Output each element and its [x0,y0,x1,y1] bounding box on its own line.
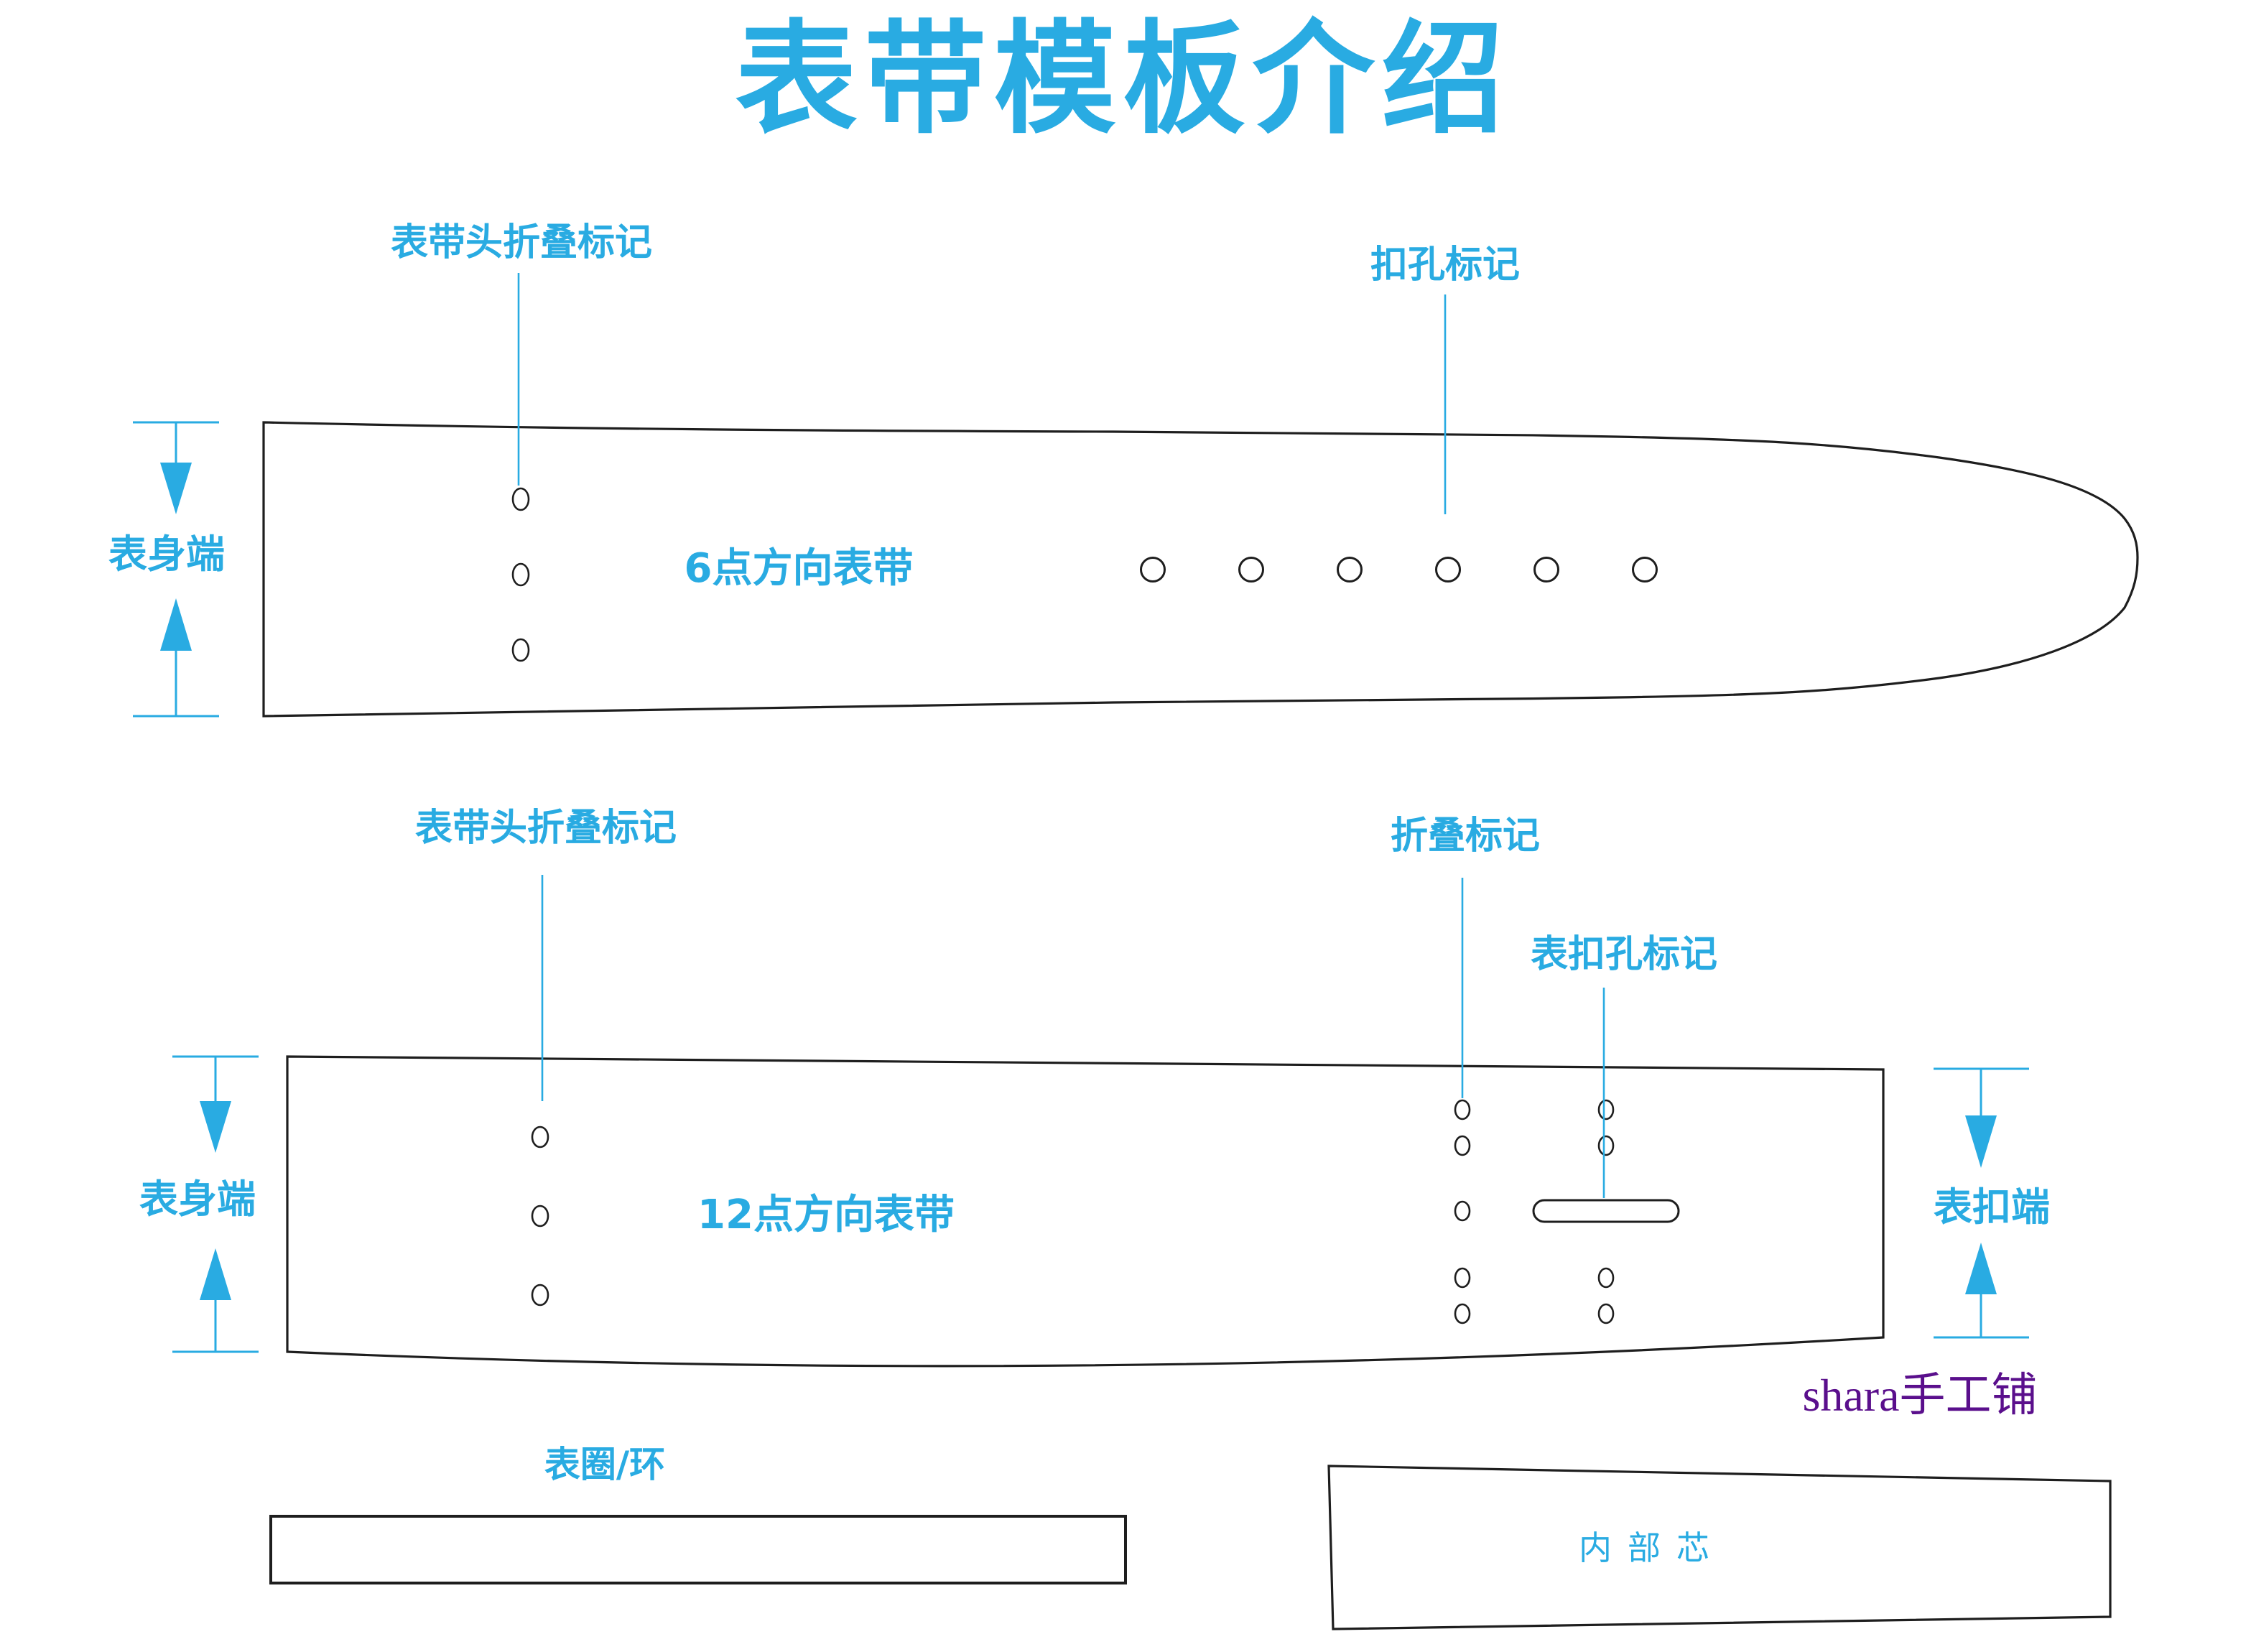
arrow-down-icon [200,1101,231,1153]
label-loop: 表圈/环 [544,1444,666,1485]
fold-mark-circle [511,562,530,587]
dimension-marker-buckle-end-12 [1934,1067,2029,1339]
buckle-hole-mark-circle [1597,1135,1615,1156]
fold-mark-circle [531,1284,549,1307]
core-outline [1327,1465,2112,1630]
label-buckle-holes-6: 扣孔标记 [1370,243,1521,287]
label-body-end-12: 表身端 [139,1177,256,1222]
arrow-up-icon [200,1248,231,1300]
loop-outline [269,1515,1127,1584]
label-head-fold-mark-6: 表带头折叠标记 [390,221,653,264]
fold-mark-circle [1454,1267,1471,1289]
label-core: 内部芯 [1579,1530,1725,1567]
label-strap-12-name: 12点方向表带 [697,1192,955,1238]
buckle-hole-mark-circle [1597,1267,1615,1289]
strap-6-outline [262,421,2139,718]
fold-mark-circle [1454,1303,1471,1324]
buckle-slot [1532,1199,1680,1223]
fold-mark-circle [531,1205,549,1228]
buckle-hole-mark-circle [1597,1303,1615,1324]
fold-mark-circle [531,1126,549,1148]
buckle-hole [1632,557,1658,583]
fold-mark-circle [1454,1200,1471,1222]
strap-12-outline [286,1055,1885,1368]
dimension-marker-body-end-12 [172,1055,259,1353]
label-head-fold-mark-12: 表带头折叠标记 [414,807,677,850]
label-strap-6-name: 6点方向表带 [684,545,914,592]
buckle-hole [1533,557,1559,583]
page-title: 表带模板介绍 [735,9,1511,151]
buckle-hole-mark-circle [1597,1099,1615,1120]
arrow-up-icon [160,598,192,651]
fold-mark-circle [1454,1135,1471,1156]
arrow-down-icon [1965,1115,1997,1168]
fold-mark-circle [511,487,530,511]
arrow-down-icon [160,463,192,514]
buckle-hole [1238,557,1264,583]
dimension-marker-body-end-6 [133,421,219,718]
buckle-hole [1435,557,1461,583]
label-buckle-end-12: 表扣端 [1934,1184,2050,1230]
label-body-end-6: 表身端 [108,532,225,577]
label-buckle-hole-12: 表扣孔标记 [1530,933,1718,976]
arrow-up-icon [1965,1243,1997,1294]
fold-mark-circle [1454,1099,1471,1120]
buckle-hole [1337,557,1363,583]
brand-watermark: shara手工铺 [1802,1370,2038,1421]
buckle-hole [1140,557,1166,583]
label-fold-mark-12: 折叠标记 [1390,815,1541,858]
fold-mark-circle [511,638,530,662]
